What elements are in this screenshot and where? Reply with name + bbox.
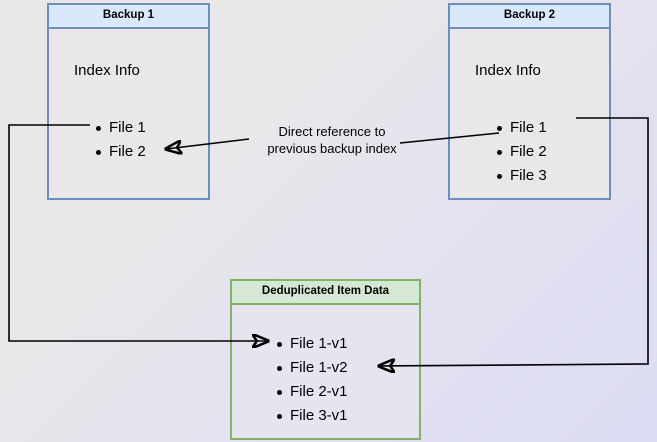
dedup-item-list: File 1-v1 File 1-v2 File 2-v1 File 3-v1	[276, 332, 348, 428]
annotation-line-1: Direct reference to	[278, 124, 386, 139]
list-item: File 3	[496, 164, 547, 188]
list-item: File 1-v1	[276, 332, 348, 356]
backup-2-header: Backup 2	[450, 5, 609, 29]
list-item: File 1-v2	[276, 356, 348, 380]
annotation-line-2: previous backup index	[267, 141, 397, 156]
deduplicated-item-data-body: File 1-v1 File 1-v2 File 2-v1 File 3-v1	[232, 305, 419, 438]
backup-1-item-list: File 1 File 2	[95, 116, 146, 164]
list-item: File 2-v1	[276, 380, 348, 404]
backup-2-index-info-label: Index Info	[475, 62, 541, 79]
list-item: File 1	[496, 116, 547, 140]
deduplicated-item-data-box[interactable]: Deduplicated Item Data File 1-v1 File 1-…	[230, 279, 421, 440]
deduplicated-item-data-header: Deduplicated Item Data	[232, 281, 419, 305]
direct-reference-annotation: Direct reference to previous backup inde…	[252, 123, 412, 157]
backup-1-body: Index Info File 1 File 2	[49, 29, 208, 198]
backup-1-box[interactable]: Backup 1 Index Info File 1 File 2	[47, 3, 210, 200]
backup-2-box[interactable]: Backup 2 Index Info File 1 File 2 File 3	[448, 3, 611, 200]
backup-2-body: Index Info File 1 File 2 File 3	[450, 29, 609, 198]
list-item: File 3-v1	[276, 404, 348, 428]
list-item: File 1	[95, 116, 146, 140]
backup-1-header: Backup 1	[49, 5, 208, 29]
backup-1-index-info-label: Index Info	[74, 62, 140, 79]
list-item: File 2	[496, 140, 547, 164]
backup-2-item-list: File 1 File 2 File 3	[496, 116, 547, 188]
list-item: File 2	[95, 140, 146, 164]
